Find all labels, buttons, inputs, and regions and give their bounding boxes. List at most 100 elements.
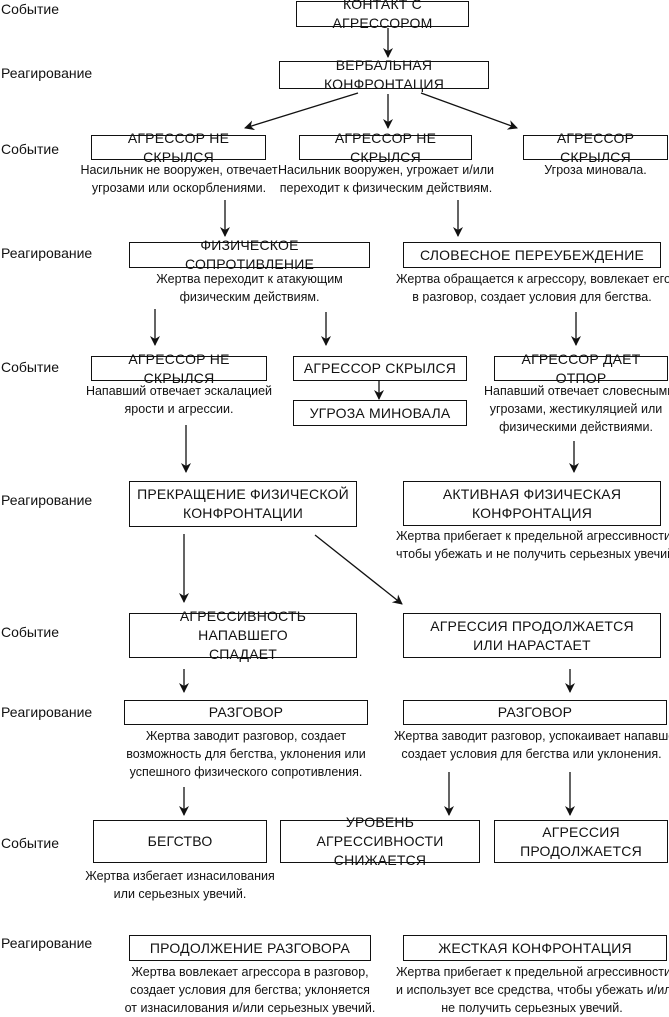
note-threat-over: Угроза миновала. bbox=[523, 161, 668, 179]
note-line: в разговор, создает условия для бегства. bbox=[412, 290, 652, 304]
box-label: ПРЕКРАЩЕНИЕ ФИЗИЧЕСКОЙ bbox=[137, 486, 349, 502]
box-label: АГРЕССИЯ bbox=[542, 823, 620, 840]
note-line: Напавший отвечает словесными bbox=[484, 384, 669, 398]
note-line: Жертва переходит к атакующим bbox=[156, 272, 343, 286]
box-label: КОНТАКТ С АГРЕССОРОМ bbox=[332, 0, 433, 31]
note-line: ярости и агрессии. bbox=[124, 402, 234, 416]
note-all-means: Жертва прибегает к предельной агрессивно… bbox=[396, 963, 669, 1017]
note-verbal-threats: Напавший отвечает словесными угрозами, ж… bbox=[484, 382, 669, 436]
box-label: ПРОДОЛЖЕНИЕ РАЗГОВОРА bbox=[149, 939, 351, 956]
box-label: АГРЕССОР НЕ СКРЫЛСЯ bbox=[334, 129, 437, 165]
box-verbal-confrontation: ВЕРБАЛЬНАЯ КОНФРОНТАЦИЯ bbox=[279, 57, 489, 92]
box-label: АГРЕССОР СКРЫЛСЯ bbox=[556, 129, 635, 165]
box-label: РАЗГОВОР bbox=[208, 704, 284, 720]
note-involves: Жертва вовлекает агрессора в разговор, с… bbox=[114, 963, 386, 1017]
box-label: СПАДАЕТ bbox=[208, 646, 278, 662]
box-label: СНИЖАЕТСЯ bbox=[333, 852, 427, 868]
box-continue-talk: ПРОДОЛЖЕНИЕ РАЗГОВОРА bbox=[129, 935, 371, 961]
box-label: АКТИВНАЯ ФИЗИЧЕСКАЯ bbox=[442, 485, 622, 502]
box-aggression-continues-2: АГРЕССИЯ ПРОДОЛЖАЕТСЯ bbox=[494, 820, 668, 863]
box-talk-2: РАЗГОВОР bbox=[403, 700, 667, 725]
box-label: РАЗГОВОР bbox=[497, 704, 573, 720]
box-escape: БЕГСТВО bbox=[93, 820, 267, 863]
box-label: БЕГСТВО bbox=[147, 833, 213, 849]
box-label: ВЕРБАЛЬНАЯ КОНФРОНТАЦИЯ bbox=[323, 57, 445, 92]
note-line: переходит к физическим действиям. bbox=[279, 181, 493, 195]
box-not-hidden-unarmed: АГРЕССОР НЕ СКРЫЛСЯ bbox=[91, 130, 266, 165]
row-label-reaction: Реагирование bbox=[1, 245, 93, 261]
box-label: АГРЕССИВНОСТЬ НАПАВШЕГО bbox=[179, 608, 307, 643]
note-unarmed: Насильник не вооружен, отвечает угрозами… bbox=[68, 161, 290, 197]
box-label: УГРОЗА МИНОВАЛА bbox=[309, 404, 451, 421]
box-label: АГРЕССОР НЕ СКРЫЛСЯ bbox=[127, 129, 230, 165]
box-active-physical: АКТИВНАЯ ФИЗИЧЕСКАЯ КОНФРОНТАЦИЯ bbox=[403, 481, 661, 526]
note-phys-attack: Жертва переходит к атакующим физическим … bbox=[129, 270, 370, 306]
note-line: Угроза миновала. bbox=[544, 163, 647, 177]
note-line: Насильник не вооружен, отвечает bbox=[80, 163, 278, 177]
arrow bbox=[244, 92, 359, 131]
note-extreme: Жертва прибегает к предельной агрессивно… bbox=[396, 527, 669, 563]
note-line: Жертва вовлекает агрессора в разговор, bbox=[131, 965, 369, 979]
box-hard-confrontation: ЖЕСТКАЯ КОНФРОНТАЦИЯ bbox=[403, 935, 667, 961]
box-label: ИЛИ НАРАСТАЕТ bbox=[473, 636, 591, 653]
box-contact: КОНТАКТ С АГРЕССОРОМ bbox=[296, 0, 469, 31]
box-not-hidden-escalation: АГРЕССОР НЕ СКРЫЛСЯ bbox=[91, 351, 267, 386]
row-label-reaction: Реагирование bbox=[1, 704, 93, 720]
note-line: и использует все средства, чтобы убежать… bbox=[396, 983, 669, 997]
note-line: создает условия для бегства или уклонени… bbox=[401, 747, 662, 761]
note-line: Жертва заводит разговор, успокаивает нап… bbox=[394, 729, 669, 743]
box-fights-back: АГРЕССОР ДАЕТ ОТПОР bbox=[494, 351, 668, 386]
row-label-event: Событие bbox=[1, 1, 59, 17]
row-label-reaction: Реагирование bbox=[1, 65, 93, 81]
box-not-hidden-armed: АГРЕССОР НЕ СКРЫЛСЯ bbox=[299, 130, 472, 165]
note-armed: Насильник вооружен, угрожает и/или перех… bbox=[272, 161, 500, 197]
note-line: угрозами или оскорблениями. bbox=[91, 181, 267, 195]
box-stop-physical: ПРЕКРАЩЕНИЕ ФИЗИЧЕСКОЙ КОНФРОНТАЦИИ bbox=[129, 481, 357, 527]
box-label: КОНФРОНТАЦИЯ bbox=[471, 504, 593, 521]
row-label-event: Событие bbox=[1, 624, 59, 640]
box-label: АГРЕССИЯ ПРОДОЛЖАЕТСЯ bbox=[430, 617, 634, 634]
note-line: Жертва избегает изнасилования bbox=[85, 869, 275, 883]
note-avoids: Жертва избегает изнасилования или серьез… bbox=[80, 867, 280, 903]
box-label: КОНФРОНТАЦИИ bbox=[183, 505, 303, 521]
row-label-event: Событие bbox=[1, 835, 59, 851]
box-label: ПРОДОЛЖАЕТСЯ bbox=[520, 842, 642, 859]
note-line: Жертва обращается к агрессору, вовлекает… bbox=[396, 272, 669, 286]
box-hidden: АГРЕССОР СКРЫЛСЯ bbox=[523, 130, 668, 165]
row-label-reaction: Реагирование bbox=[1, 492, 93, 508]
note-line: не получить серьезных увечий. bbox=[441, 1001, 623, 1015]
note-line: Жертва прибегает к предельной агрессивно… bbox=[396, 965, 669, 979]
note-starts-talk: Жертва заводит разговор, создает возможн… bbox=[104, 727, 388, 781]
arrow bbox=[420, 92, 518, 130]
box-aggression-continues: АГРЕССИЯ ПРОДОЛЖАЕТСЯ ИЛИ НАРАСТАЕТ bbox=[403, 613, 661, 658]
arrow bbox=[314, 534, 403, 605]
note-line: Жертва заводит разговор, создает bbox=[145, 729, 347, 743]
box-level-lowers: УРОВЕНЬ АГРЕССИВНОСТИ СНИЖАЕТСЯ bbox=[280, 814, 480, 868]
box-label: СЛОВЕСНОЕ ПЕРЕУБЕЖДЕНИЕ bbox=[419, 246, 645, 263]
note-line: или серьезных увечий. bbox=[113, 887, 247, 901]
note-line: создает условия для бегства; уклоняется bbox=[130, 983, 370, 997]
note-escalation: Напавший отвечает эскалацией ярости и аг… bbox=[80, 382, 278, 418]
note-line: возможность для бегства, уклонения или bbox=[126, 747, 366, 761]
row-label-reaction: Реагирование bbox=[1, 935, 93, 951]
box-label: ФИЗИЧЕСКОЕ СОПРОТИВЛЕНИЕ bbox=[184, 237, 315, 272]
row-label-event: Событие bbox=[1, 359, 59, 375]
note-line: Жертва прибегает к предельной агрессивно… bbox=[396, 529, 669, 543]
note-line: успешного физического сопротивления. bbox=[129, 765, 363, 779]
note-line: физическим действиям. bbox=[179, 290, 320, 304]
box-hidden-2: АГРЕССОР СКРЫЛСЯ bbox=[293, 356, 467, 381]
note-line: физическими действиями. bbox=[499, 420, 653, 434]
box-threat-over: УГРОЗА МИНОВАЛА bbox=[293, 400, 467, 426]
box-label: УРОВЕНЬ АГРЕССИВНОСТИ bbox=[316, 814, 444, 849]
box-label: АГРЕССОР ДАЕТ ОТПОР bbox=[521, 350, 641, 386]
note-line: от изнасилования и/или серьезных увечий. bbox=[124, 1001, 376, 1015]
box-label: ЖЕСТКАЯ КОНФРОНТАЦИЯ bbox=[438, 939, 632, 956]
row-label-event: Событие bbox=[1, 141, 59, 157]
box-aggression-decreases: АГРЕССИВНОСТЬ НАПАВШЕГО СПАДАЕТ bbox=[129, 608, 357, 662]
box-label: АГРЕССОР СКРЫЛСЯ bbox=[303, 360, 457, 376]
note-line: Напавший отвечает эскалацией bbox=[85, 384, 273, 398]
note-appeals: Жертва обращается к агрессору, вовлекает… bbox=[396, 270, 669, 306]
note-line: чтобы убежать и не получить серьезных ув… bbox=[396, 547, 669, 561]
